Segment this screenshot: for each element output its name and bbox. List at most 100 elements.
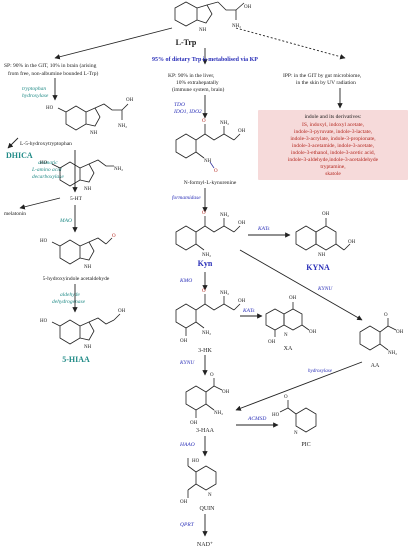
acmsd: ACMSD bbox=[247, 416, 266, 422]
svg-text:NH: NH bbox=[318, 253, 326, 258]
svg-text:OH: OH bbox=[322, 212, 330, 217]
sp-enzyme-1a: tryptophan bbox=[22, 86, 46, 92]
kats-2: KATs bbox=[242, 308, 255, 314]
svg-text:NH₂: NH₂ bbox=[214, 411, 223, 416]
svg-text:NH₂: NH₂ bbox=[114, 167, 123, 172]
sp-enzyme-2b: L-amino acid bbox=[31, 167, 62, 173]
sp-text-2: from free, non-albumine bounded L-Trp) bbox=[8, 70, 99, 77]
melatonin: melatonin bbox=[4, 211, 26, 217]
hydroxyindole-acetaldehyde-structure: HO O NH bbox=[40, 234, 116, 270]
kp-text-1: KP: 90% in the liver, bbox=[168, 73, 215, 79]
arrow-to-sp bbox=[54, 27, 173, 60]
svg-text:O: O bbox=[202, 289, 206, 294]
kyna-structure: OH OH NH bbox=[295, 212, 356, 258]
haa-label: 3-HAA bbox=[196, 428, 215, 434]
svg-text:OH: OH bbox=[396, 330, 404, 335]
svg-text:N: N bbox=[208, 493, 212, 498]
ltrp-nh: NH bbox=[199, 28, 207, 33]
ipp-d0: indole and its derivatives: bbox=[305, 114, 362, 120]
ipp-d1: IS, indoxyl, indoxyl acetate, bbox=[302, 122, 365, 128]
xa-label: XA bbox=[284, 346, 293, 352]
svg-text:OH: OH bbox=[190, 421, 198, 426]
dhica: DHICA bbox=[6, 151, 33, 160]
ltrp-structure: OH NH₂ NH bbox=[174, 1, 252, 33]
svg-text:NH₂: NH₂ bbox=[220, 121, 229, 126]
sp-enzyme-2a: aromatic bbox=[38, 160, 58, 166]
anthranilic-acid-structure: O OH NH₂ bbox=[359, 313, 404, 356]
hydroxylase: hydroxylase bbox=[308, 369, 333, 374]
arrow-to-ipp bbox=[235, 27, 346, 60]
svg-text:OH: OH bbox=[222, 390, 230, 395]
svg-text:O: O bbox=[214, 169, 218, 174]
svg-text:OH: OH bbox=[180, 339, 188, 344]
svg-text:NH₂: NH₂ bbox=[202, 253, 211, 258]
svg-text:OH: OH bbox=[126, 98, 134, 103]
svg-text:NH₂: NH₂ bbox=[118, 124, 127, 129]
quin-label: QUIN bbox=[200, 506, 216, 512]
kmo: KMO bbox=[179, 278, 192, 284]
sp-prod-1: L-5-hydroxytryptophan bbox=[20, 141, 72, 147]
qprt: QPRT bbox=[180, 522, 195, 528]
formamidase: formamidase bbox=[172, 194, 201, 201]
svg-text:NH₂: NH₂ bbox=[202, 331, 211, 336]
mao: MAO bbox=[59, 218, 72, 224]
hydroxyanthranilic-acid-structure: O OH NH₂ OH bbox=[185, 373, 230, 426]
ipp-d4: indole-3-acetamide, indole-3-acetate, bbox=[292, 143, 375, 149]
kp-text-2: 10% extrahepatally bbox=[176, 80, 219, 86]
kp-share: 95% of dietary Trp is metabolised via KP bbox=[152, 57, 258, 63]
xanthurenic-acid-structure: OH OH N OH bbox=[265, 296, 317, 345]
kyn-label: Kyn bbox=[198, 259, 213, 268]
ipp-d3: indole-3-acrylate, indole-3-propionate, bbox=[290, 136, 376, 142]
svg-text:O: O bbox=[384, 313, 388, 318]
svg-text:OH: OH bbox=[238, 299, 246, 304]
sp-enzyme-3b: dehydrogenase bbox=[52, 299, 86, 305]
ipp-derivatives-box bbox=[258, 110, 408, 180]
svg-text:OH: OH bbox=[238, 221, 246, 226]
kats-1: KATs bbox=[257, 226, 270, 232]
svg-text:NH: NH bbox=[84, 187, 92, 192]
tdo: TDO bbox=[174, 102, 185, 108]
ipp-text-1: IPP: in the GIT by gut microbiome, bbox=[283, 73, 362, 79]
hydroxytryptophan-structure: HO OH NH₂ NH bbox=[46, 98, 134, 136]
hydroxykynurenine-structure: O NH₂ OH NH₂ OH bbox=[175, 289, 246, 344]
svg-text:HO: HO bbox=[192, 459, 200, 464]
svg-text:HO: HO bbox=[40, 319, 48, 324]
ipp-d8: skatole bbox=[325, 171, 341, 177]
svg-text:O: O bbox=[202, 119, 206, 124]
kp-text-3: (immune system, brain) bbox=[172, 86, 225, 93]
svg-text:O: O bbox=[210, 373, 214, 378]
svg-text:O: O bbox=[112, 234, 116, 239]
sp-enzyme-3a: aldehyde bbox=[60, 292, 80, 298]
svg-text:O: O bbox=[202, 211, 206, 216]
svg-text:NH₂: NH₂ bbox=[388, 351, 397, 356]
nad-label: NAD⁺ bbox=[197, 542, 213, 548]
svg-text:OH: OH bbox=[238, 129, 246, 134]
hk-label: 3-HK bbox=[198, 348, 212, 354]
svg-text:HO: HO bbox=[46, 106, 54, 111]
svg-text:N: N bbox=[284, 333, 288, 338]
ltrp-nh2: NH₂ bbox=[232, 24, 241, 29]
kynu-1: KYNU bbox=[317, 286, 333, 292]
svg-text:OH: OH bbox=[348, 240, 356, 245]
ipp-text-2: in the skin by UV radiation bbox=[296, 80, 356, 86]
kp-prod-1: N-formyl-L-kynurenine bbox=[184, 179, 237, 186]
kyna-label: KYNA bbox=[306, 263, 330, 272]
kynu-2: KYNU bbox=[179, 360, 195, 366]
sp-prod-3: 5-hydroxyindole acetaldehyde bbox=[43, 276, 110, 282]
svg-text:N: N bbox=[294, 431, 298, 436]
picolinic-acid-structure: O HO N bbox=[272, 395, 317, 436]
hiaa-structure: HO OH NH bbox=[40, 309, 126, 350]
ipp-d6: indole-3-aldehyde,indole-3-acetaldehyde bbox=[288, 157, 379, 163]
svg-text:OH: OH bbox=[289, 296, 297, 301]
kynurenine-structure: O NH₂ OH NH₂ bbox=[175, 211, 246, 258]
svg-text:OH: OH bbox=[180, 500, 188, 505]
svg-text:HO: HO bbox=[40, 161, 48, 166]
quinolinic-acid-structure: HO OH N bbox=[180, 458, 217, 505]
serotonin-label: 5-HT bbox=[70, 196, 83, 202]
svg-text:OH: OH bbox=[268, 340, 276, 345]
svg-text:NH₂: NH₂ bbox=[220, 291, 229, 296]
haao: HAAO bbox=[179, 442, 195, 448]
ipp-d2: indole-3-pyruvate, indole-3-lactate, bbox=[294, 129, 373, 135]
svg-text:O: O bbox=[284, 395, 288, 400]
